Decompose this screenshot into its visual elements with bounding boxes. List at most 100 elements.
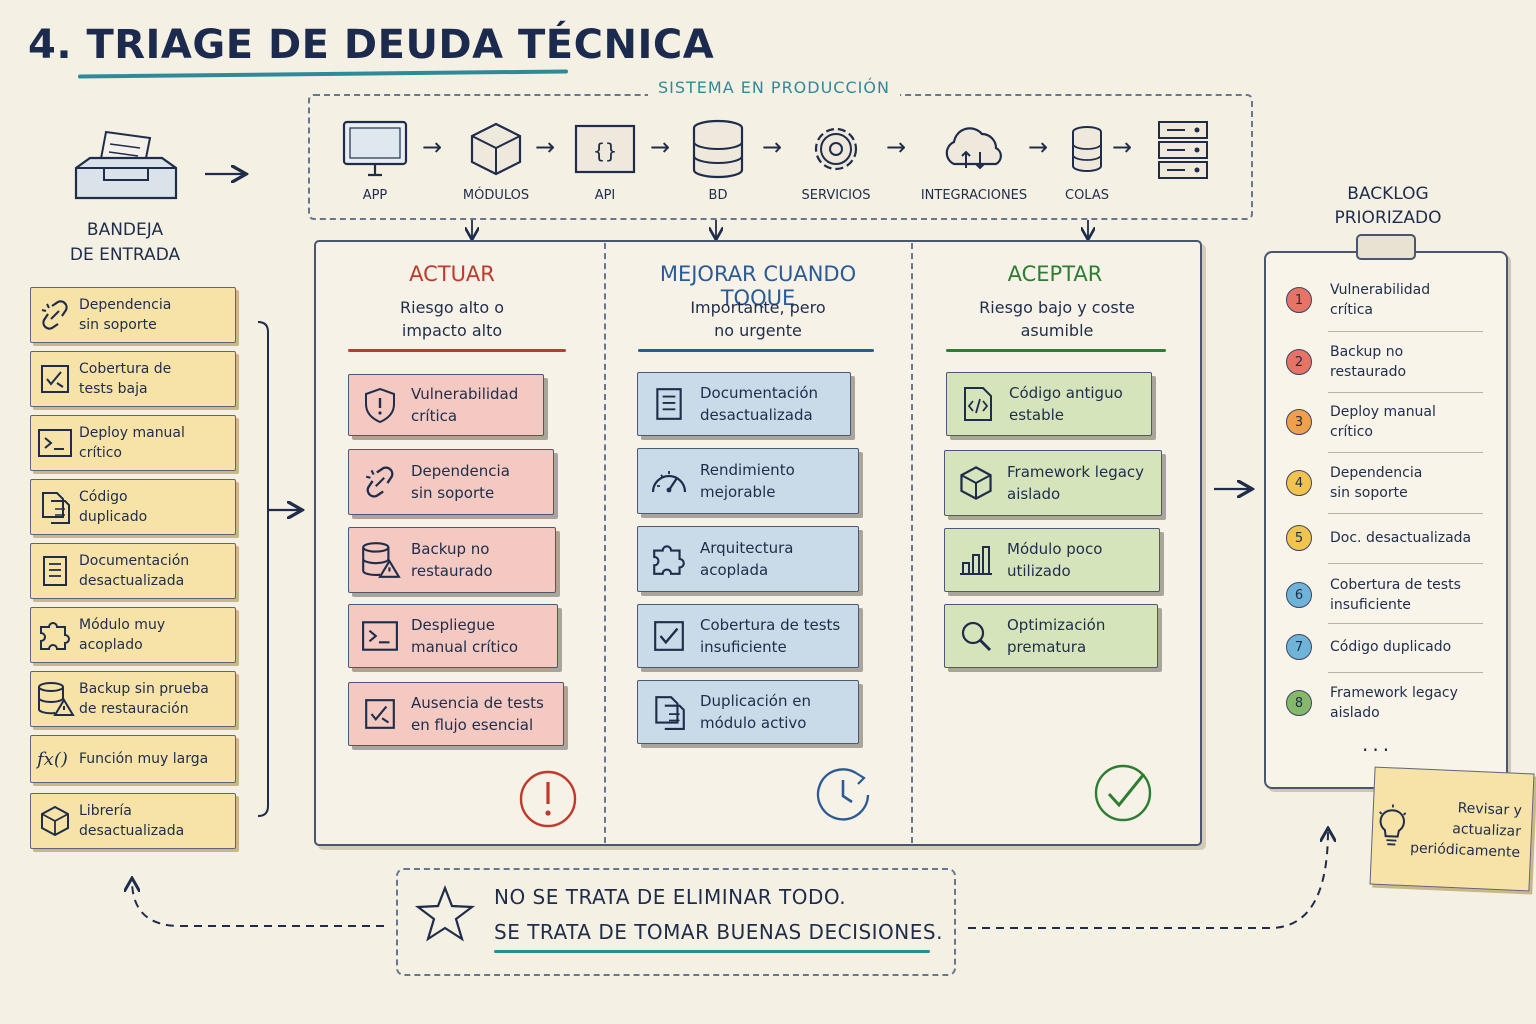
card-line2: estable xyxy=(1009,406,1065,424)
backlog-line1: Código duplicado xyxy=(1330,639,1452,655)
backlog-label-line1: BACKLOG xyxy=(1347,184,1429,204)
column-subtitle: Riesgo bajo y coste asumible xyxy=(930,296,1184,342)
inbox-card-line2: acoplado xyxy=(79,637,143,653)
card-line2: crítica xyxy=(411,407,458,425)
triage-card[interactable]: Dependencia sin soporte xyxy=(348,449,554,515)
card-line1: Vulnerabilidad xyxy=(411,385,519,403)
server-rack-icon xyxy=(1158,121,1208,179)
backlog-line2: crítica xyxy=(1330,302,1373,318)
arrow-icon: → xyxy=(535,133,556,161)
svg-text:fx(): fx() xyxy=(35,749,68,770)
production-item-modulos: MÓDULOS xyxy=(441,118,551,203)
puzzle-icon xyxy=(40,622,70,650)
backlog-divider xyxy=(1328,513,1483,514)
review-note: Revisar y actualizar periódicamente xyxy=(1369,766,1535,892)
card-line1: Optimización xyxy=(1007,616,1106,634)
card-line2: manual crítico xyxy=(411,638,518,656)
inbox-card-line1: Módulo muy xyxy=(79,617,166,633)
column-divider xyxy=(604,243,606,843)
banner-star xyxy=(414,884,476,948)
note-line3: periódicamente xyxy=(1409,839,1521,861)
monitor-icon xyxy=(342,120,408,177)
inbox-card-line1: Código xyxy=(79,489,128,505)
backlog-line2: insuficiente xyxy=(1330,597,1411,613)
card-line1: Framework legacy xyxy=(1007,463,1145,481)
card-line2: sin soporte xyxy=(411,484,495,502)
card-line2: insuficiente xyxy=(700,638,787,656)
inbox-card[interactable]: Código duplicado xyxy=(30,479,236,535)
backlog-more: ... xyxy=(1362,732,1394,756)
terminal-icon xyxy=(38,429,72,457)
arrow-icon: → xyxy=(1028,133,1049,161)
gear-icon xyxy=(814,127,858,171)
inbox-tray-icon xyxy=(74,130,178,200)
database-warning-icon xyxy=(38,682,75,716)
page-title: 4. TRIAGE DE DEUDA TÉCNICA xyxy=(28,22,715,68)
inbox-card[interactable]: fx() Función muy larga xyxy=(30,735,236,783)
card-line1: Duplicación en xyxy=(700,692,811,710)
backlog-item[interactable]: 1 Vulnerabilidad crítica xyxy=(1286,280,1486,320)
production-label: INTEGRACIONES xyxy=(920,188,1028,203)
inbox-card-line1: Función muy larga xyxy=(79,751,209,767)
inbox-label: BANDEJA DE ENTRADA xyxy=(55,218,195,268)
triage-card[interactable]: Duplicación en módulo activo xyxy=(637,680,859,744)
cube-icon xyxy=(960,466,992,500)
inbox-card[interactable]: Módulo muy acoplado xyxy=(30,607,236,663)
backlog-item[interactable]: 7 Código duplicado xyxy=(1286,634,1486,660)
card-line2: acoplada xyxy=(700,561,769,579)
card-line1: Backup no xyxy=(411,540,490,558)
production-label: API xyxy=(594,188,616,203)
inbox-card-line2: duplicado xyxy=(79,509,148,525)
column-subtitle: Riesgo alto o impacto alto xyxy=(330,296,574,342)
production-item-integraciones: INTEGRACIONES xyxy=(919,118,1029,203)
card-line2: módulo activo xyxy=(700,714,807,732)
star-icon xyxy=(414,884,476,942)
check-circle-icon xyxy=(1094,764,1152,822)
column-divider xyxy=(911,243,913,843)
backlog-divider xyxy=(1328,452,1483,453)
backlog-line1: Vulnerabilidad xyxy=(1330,282,1431,298)
backlog-number: 1 xyxy=(1286,287,1312,313)
triage-card[interactable]: Backup no restaurado xyxy=(348,527,556,593)
card-line2: restaurado xyxy=(411,562,493,580)
backlog-item[interactable]: 5 Doc. desactualizada xyxy=(1286,525,1486,551)
copy-document-icon xyxy=(42,492,70,524)
production-item-colas: COLAS xyxy=(1032,118,1142,203)
inbox-card-line1: Backup sin prueba xyxy=(79,681,209,697)
document-icon xyxy=(43,556,67,586)
arrow-icon: → xyxy=(762,133,783,161)
backlog-line1: Backup no xyxy=(1330,344,1404,360)
column-underline xyxy=(946,349,1166,352)
column-title-mejorar: MEJORAR CUANDO TOQUE xyxy=(659,262,857,310)
broken-link-icon xyxy=(41,300,68,330)
column-subtitle-line2: impacto alto xyxy=(401,321,503,340)
production-label: SERVICIOS xyxy=(801,188,871,203)
card-line1: Dependencia xyxy=(411,462,510,480)
magnifier-icon xyxy=(961,621,992,652)
triage-card[interactable]: Vulnerabilidad crítica xyxy=(348,374,544,436)
lightbulb-icon xyxy=(1379,804,1407,846)
backlog-line2: restaurado xyxy=(1330,364,1407,380)
arrow-icon: → xyxy=(886,133,907,161)
